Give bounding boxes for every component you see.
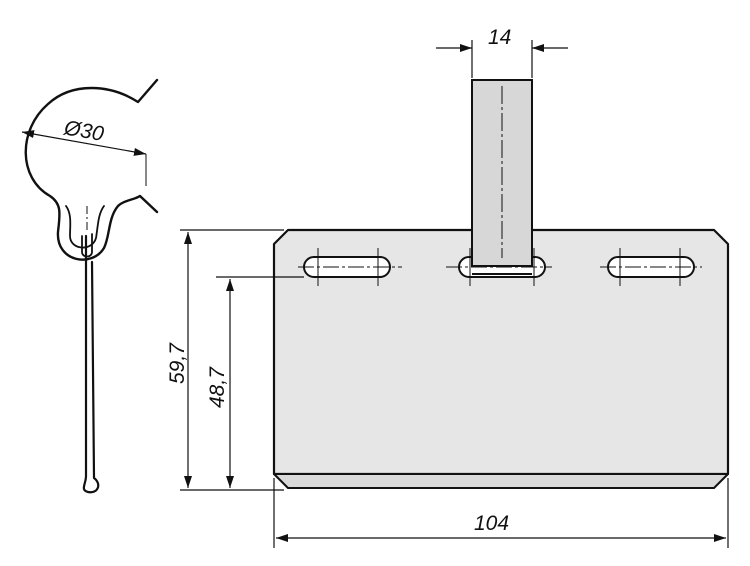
clip-diameter-dimension: Ø30 (21, 116, 147, 186)
diameter-label: Ø30 (61, 116, 105, 146)
clip-ring-outline (24, 78, 159, 261)
plate-bottom-edge (273, 473, 729, 489)
clip-leg-top-loop (81, 233, 93, 258)
tab-width-dimension (436, 40, 568, 78)
plate-width-label: 104 (474, 512, 509, 535)
slot-height-dimension (216, 276, 304, 488)
slot-height-label: 48,7 (206, 366, 229, 408)
clip-wire-leg (82, 234, 100, 494)
clip-side-view (24, 78, 159, 494)
tab-width-label: 14 (488, 26, 511, 49)
plate-width-dimension (273, 478, 729, 548)
diameter-line (21, 130, 147, 156)
plate-height-dimension (180, 229, 284, 491)
plate-height-label: 59,7 (166, 342, 189, 384)
plate-front-view (272, 79, 730, 489)
